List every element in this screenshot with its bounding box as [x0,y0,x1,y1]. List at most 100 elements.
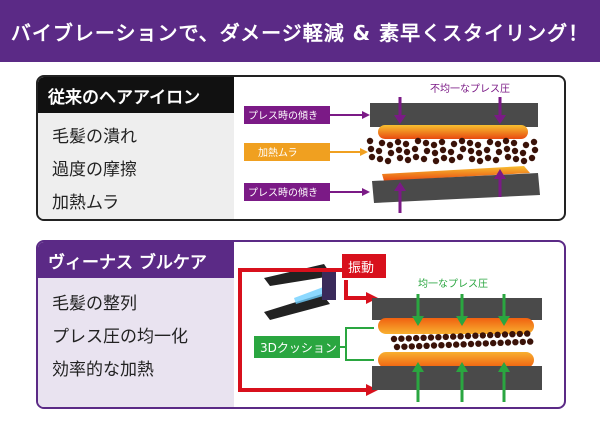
venus-panel: ヴィーナス ブルケア 毛髪の整列 プレス圧の均一化 効率的な加熱 振動 均一なプ… [36,240,566,409]
hair-dot [402,140,410,148]
hair-dot [510,139,518,147]
conventional-title: 従来のヘアアイロン [38,77,234,113]
top-heater [378,125,528,139]
arrow-icon [360,148,368,156]
hair-dot [482,340,489,347]
hair-dot [495,148,503,156]
hair-dot [398,335,405,342]
hair-dot [439,146,447,154]
pressure-arrows [394,97,506,213]
hair-dot [504,339,512,346]
hair-dot [423,342,430,349]
hair-dot [502,137,510,145]
hair-dot [414,137,422,145]
header-title: バイブレーションで、ダメージ軽減 & 素早くスタイリング！ [0,0,600,62]
hair-dot [450,333,457,340]
hair-dot [367,145,375,153]
hair-dot [420,155,428,163]
hair-dot [479,332,486,339]
hair-dot [440,154,448,162]
hair-iron-image [264,264,336,320]
hair-dot [460,341,467,348]
hair-dot [504,153,512,161]
hair-dot [486,138,494,146]
cushion-label-box [254,336,340,358]
conventional-diagram: 不均一なプレス圧 プレス時の傾き 加熱ムラ プレス時の傾き [244,83,540,213]
hair-dot [512,155,520,163]
uniform-pressure-arrows [412,294,510,402]
hair-dot [404,156,412,164]
hair-dot [430,141,438,149]
list-item: 毛髪の潰れ [52,127,137,147]
hair-dot [412,153,420,161]
hair-dot [459,145,467,153]
hair-dot [464,332,472,340]
hair-dot [378,139,386,147]
hair-dot [519,338,526,346]
hair-dot [475,149,483,157]
list-item: 過度の摩擦 [52,160,137,180]
hair-dot [458,137,466,145]
hair-dot [524,330,531,337]
hair-dot [483,146,491,154]
vibration-line [238,268,368,392]
hair-dot [396,154,404,162]
hair-dot [501,331,509,338]
hair-dot [494,331,501,338]
hair-dot [512,339,519,346]
hair-dot [435,334,442,341]
hair-dot [467,340,475,348]
bottom-heater [382,166,530,181]
vibration-label: 振動 [348,261,374,276]
hair-dot [432,157,440,165]
hair-dot [531,146,539,154]
hair-dot [453,341,460,348]
top-plate [372,298,542,320]
hair-dot [395,146,403,154]
hair-dot [522,141,530,149]
hair-strands [366,137,539,165]
bottom-plate [372,173,540,203]
list-item: 効率的な加熱 [52,360,154,380]
venus-title: ヴィーナス ブルケア [38,242,234,278]
bottom-plate [372,366,542,390]
conventional-panel: 従来のヘアアイロン 毛髪の潰れ 過度の摩擦 加熱ムラ 不均一なプレス圧 プレス時… [36,75,566,221]
hair-dot [519,149,527,157]
hair-dot [430,342,438,349]
hair-dot [528,154,536,162]
hair-dot [490,339,497,347]
arrow-icon [362,111,370,119]
hair-dot [448,156,456,164]
hair-dot [408,343,415,350]
hair-dot [487,331,494,339]
hair-dot [484,154,492,162]
tilt-label-top-box [244,106,330,124]
hair-dot [475,340,482,347]
hair-dot [438,342,445,349]
heat-label-box [244,143,330,161]
hair-dot [423,147,431,155]
hair-dot [516,330,523,338]
hair-dot [530,138,538,146]
hair-dot [375,147,383,155]
hair-dot [467,147,475,155]
uniform-pressure-label: 均一なプレス圧 [418,278,488,290]
hair-dot [509,331,516,338]
arrow-icon [362,188,370,196]
hair-dot [492,156,500,164]
hair-dot [420,334,427,341]
bottom-heater [378,352,534,368]
vibration-label-box [342,254,386,278]
tilt-label-bottom-box [244,183,330,201]
hair-dot [431,149,439,157]
heat-label: 加熱ムラ [258,146,298,159]
cushion-label: 3Dクッション [260,341,337,355]
hair-dot [520,157,528,165]
hair-dot [384,157,392,165]
hair-dot [447,148,455,156]
hair-dot [457,333,464,340]
hair-dot [427,334,435,341]
hair-dot [416,342,423,350]
hair-dot [411,145,419,153]
hair-dot [386,141,394,149]
